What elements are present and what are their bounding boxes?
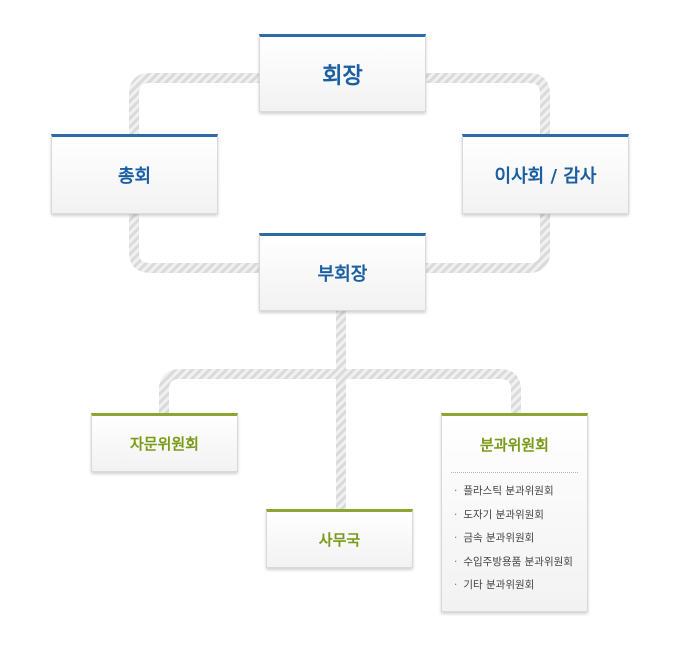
subcommittee-box: 분과위원회 · 플라스틱 분과위원회 · 도자기 분과위원회 · 금속 분과위원회 ·… xyxy=(441,413,588,612)
bullet-icon: · xyxy=(454,532,458,544)
bullet-icon: · xyxy=(454,485,458,497)
general-assembly-box: 총회 xyxy=(51,134,218,214)
list-item: · 플라스틱 분과위원회 xyxy=(454,485,587,497)
vice-chairman-box: 부회장 xyxy=(259,233,426,311)
advisory-committee-box: 자문위원회 xyxy=(91,413,238,472)
subcommittee-item-label: 플라스틱 분과위원회 xyxy=(463,485,554,497)
subcommittee-item-label: 금속 분과위원회 xyxy=(463,532,535,544)
general-assembly-label: 총회 xyxy=(117,166,152,187)
bullet-icon: · xyxy=(454,579,458,591)
chairman-box: 회장 xyxy=(259,34,426,112)
subcommittee-divider xyxy=(451,472,578,473)
subcommittee-list: · 플라스틱 분과위원회 · 도자기 분과위원회 · 금속 분과위원회 · 수입주방용품… xyxy=(442,473,587,591)
advisory-committee-label: 자문위원회 xyxy=(129,435,199,453)
connector-chairman-board xyxy=(426,73,550,134)
secretariat-box: 사무국 xyxy=(266,509,413,568)
list-item: · 금속 분과위원회 xyxy=(454,532,587,544)
secretariat-label: 사무국 xyxy=(318,531,361,549)
subcommittee-item-label: 기타 분과위원회 xyxy=(463,579,535,591)
bullet-icon: · xyxy=(454,508,458,521)
subcommittee-title: 분과위원회 xyxy=(479,435,549,454)
list-item: · 도자기 분과위원회 xyxy=(454,509,587,521)
vice-chairman-label: 부회장 xyxy=(317,264,368,285)
board-audit-label: 이사회 / 감사 xyxy=(494,166,597,187)
connector-general-vice xyxy=(129,214,259,273)
board-audit-box: 이사회 / 감사 xyxy=(462,134,629,214)
chairman-label: 회장 xyxy=(322,64,363,89)
connector-branch-subcommittee xyxy=(341,369,521,413)
connector-branch-advisory xyxy=(159,369,341,413)
subcommittee-item-label: 도자기 분과위원회 xyxy=(463,508,544,521)
subcommittee-item-label: 수입주방용품 분과위원회 xyxy=(463,555,573,568)
bullet-icon: · xyxy=(454,555,458,568)
list-item: · 기타 분과위원회 xyxy=(454,579,587,591)
list-item: · 수입주방용품 분과위원회 xyxy=(454,556,587,568)
connector-board-vice xyxy=(426,214,550,273)
connector-chairman-general xyxy=(129,73,259,134)
